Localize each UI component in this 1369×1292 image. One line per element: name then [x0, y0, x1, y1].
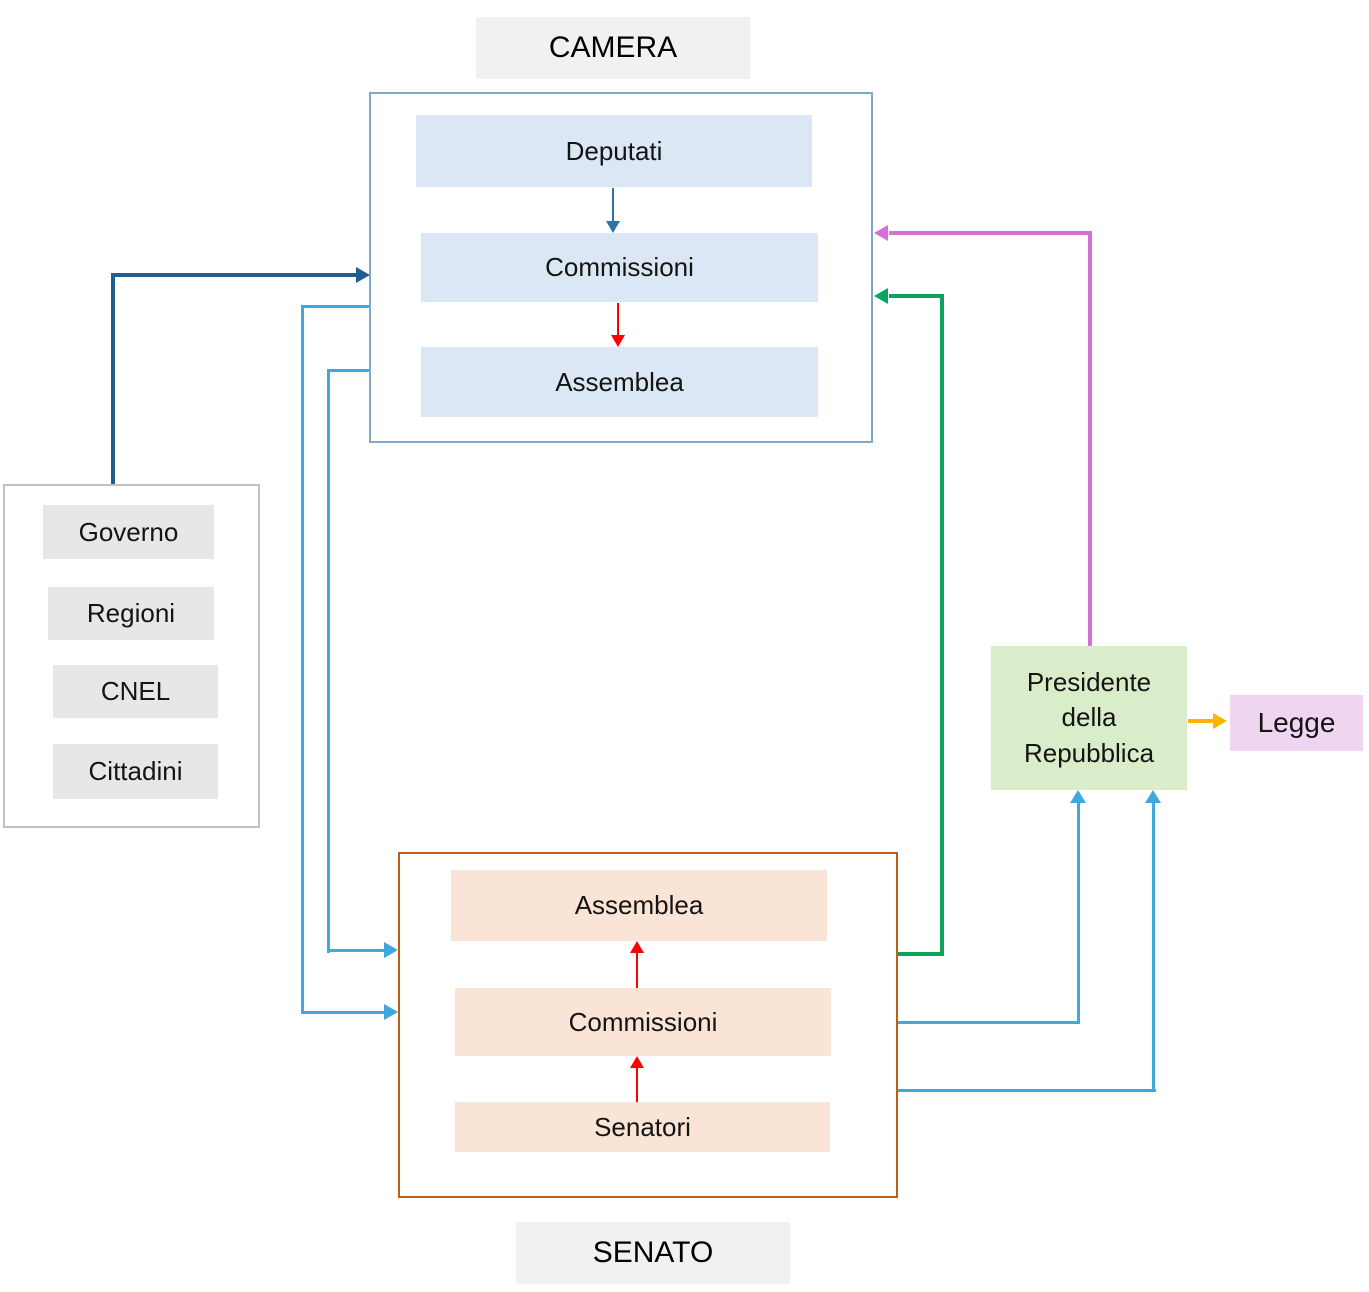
- senato-assemblea-box: Assemblea: [451, 870, 827, 941]
- presidente-label-line3: Repubblica: [1023, 737, 1155, 768]
- senato-to-presidente-1-line-v: [1077, 803, 1080, 1024]
- camera-commissioni-box: Commissioni: [421, 233, 818, 302]
- senato-to-camera-line-v: [940, 294, 944, 956]
- cittadini-box: Cittadini: [53, 744, 218, 799]
- senato-to-presidente-2-arrowhead: [1145, 790, 1161, 803]
- senato-to-presidente-1-arrowhead: [1070, 790, 1086, 803]
- presidente-box: Presidente della Repubblica: [991, 646, 1187, 790]
- governo-to-camera-line-h: [111, 273, 356, 277]
- deputati-to-commissioni-line: [612, 188, 614, 221]
- presidente-to-legge-arrowhead: [1213, 713, 1227, 729]
- camera-to-senato-1-arrowhead: [384, 1004, 398, 1020]
- camera-to-senato-2-arrowhead: [384, 942, 398, 958]
- camera-assemblea-box: Assemblea: [421, 347, 818, 417]
- senato-to-presidente-2-line-v: [1152, 803, 1155, 1092]
- camera-to-senato-1-line-h-bottom: [301, 1011, 385, 1014]
- senatori-to-commissioni-line: [636, 1068, 638, 1102]
- senatori-to-commissioni-arrowhead: [630, 1056, 644, 1068]
- senato-commissioni-to-assemblea-line: [636, 953, 638, 988]
- senato-to-camera-line-h-bottom: [898, 952, 942, 956]
- camera-to-senato-2-line-h-bottom: [327, 949, 384, 952]
- senato-to-presidente-2-line-h: [898, 1089, 1156, 1092]
- senato-commissioni-box: Commissioni: [455, 988, 831, 1056]
- presidente-to-camera-arrowhead: [874, 225, 888, 241]
- presidente-to-camera-line-v: [1088, 231, 1092, 646]
- deputati-box: Deputati: [416, 115, 812, 187]
- senato-commissioni-to-assemblea-arrowhead: [630, 941, 644, 953]
- presidente-to-legge-line-h: [1188, 719, 1214, 723]
- senato-title-label: SENATO: [516, 1222, 790, 1284]
- presidente-label-line2: della: [1061, 702, 1117, 733]
- governo-to-camera-arrowhead: [356, 267, 370, 283]
- senato-to-camera-line-h-top: [889, 294, 944, 298]
- presidente-label-line1: Presidente: [1026, 667, 1152, 698]
- camera-to-senato-1-line-h-top: [301, 305, 369, 308]
- senatori-box: Senatori: [455, 1102, 830, 1152]
- cnel-box: CNEL: [53, 665, 218, 718]
- camera-title-label: CAMERA: [476, 17, 750, 79]
- camera-commissioni-to-assemblea-line: [617, 303, 619, 335]
- governo-box: Governo: [43, 505, 214, 559]
- deputati-to-commissioni-arrowhead: [606, 221, 620, 233]
- presidente-to-camera-line-h: [889, 231, 1092, 235]
- senato-to-presidente-1-line-h: [898, 1021, 1080, 1024]
- camera-to-senato-1-line-v: [301, 305, 304, 1014]
- regioni-box: Regioni: [48, 587, 214, 640]
- camera-to-senato-2-line-h-top: [327, 369, 369, 372]
- governo-to-camera-line-v: [111, 275, 115, 484]
- camera-commissioni-to-assemblea-arrowhead: [611, 335, 625, 347]
- legge-box: Legge: [1230, 695, 1363, 751]
- camera-to-senato-2-line-v: [327, 369, 330, 953]
- senato-to-camera-arrowhead: [874, 288, 888, 304]
